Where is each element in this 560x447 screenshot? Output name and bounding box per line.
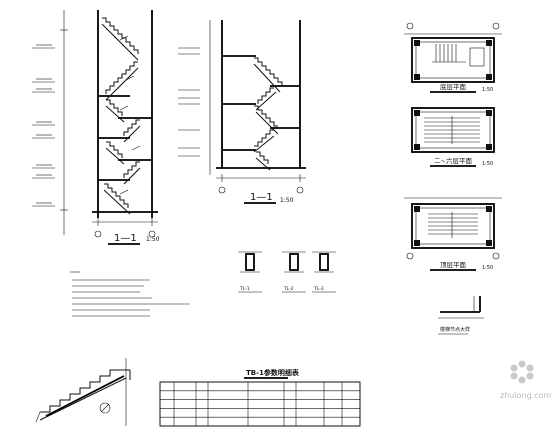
parameter-table: TB-1参数明细表 bbox=[159, 368, 361, 427]
watermark-text: zhulong.com bbox=[500, 391, 551, 400]
middle-section-drawing: 1—1 1:50 bbox=[178, 20, 306, 204]
beam-section-1: TL-1 bbox=[238, 251, 262, 293]
plan-ground-floor: 底层平面 1:50 bbox=[404, 22, 502, 93]
middle-section-scale: 1:50 bbox=[280, 197, 294, 204]
plan-top-scale: 1:50 bbox=[482, 265, 493, 271]
left-elevation-marks bbox=[32, 44, 55, 207]
beam-label-2: TL-2 bbox=[283, 286, 294, 292]
stair-slab-detail bbox=[35, 358, 131, 426]
plan-top-floor: 顶层平面 1:50 bbox=[404, 197, 502, 271]
plan-typical-scale: 1:50 bbox=[482, 161, 493, 167]
beam-label-3: TL-3 bbox=[313, 286, 324, 292]
plan-top-title: 顶层平面 bbox=[440, 261, 467, 269]
plan-ground-scale: 1:50 bbox=[482, 87, 493, 93]
watermark: zhulong.com bbox=[500, 360, 551, 400]
plan-typical-floor: 二~六层平面 1:50 bbox=[411, 107, 495, 167]
left-section-drawing: 1—1 1:50 bbox=[32, 10, 160, 245]
beam-section-2: TL-2 bbox=[282, 251, 306, 293]
detail-label: 楼梯节点大样 bbox=[440, 326, 470, 333]
node-detail: 楼梯节点大样 bbox=[438, 296, 484, 335]
beam-section-3: TL-3 bbox=[312, 251, 336, 293]
table-title: TB-1参数明细表 bbox=[246, 368, 300, 377]
beam-sections: TL-1 TL-2 TL-3 bbox=[238, 251, 336, 293]
middle-elevation-marks bbox=[178, 47, 200, 157]
plan-typical-title: 二~六层平面 bbox=[434, 156, 472, 165]
left-section-scale: 1:50 bbox=[146, 236, 160, 243]
beam-label-1: TL-1 bbox=[239, 286, 250, 292]
left-section-title: 1—1 bbox=[114, 233, 137, 244]
plan-ground-title: 底层平面 bbox=[440, 82, 467, 91]
table-grid bbox=[160, 382, 360, 426]
middle-section-title: 1—1 bbox=[250, 192, 273, 203]
general-notes bbox=[70, 271, 190, 317]
